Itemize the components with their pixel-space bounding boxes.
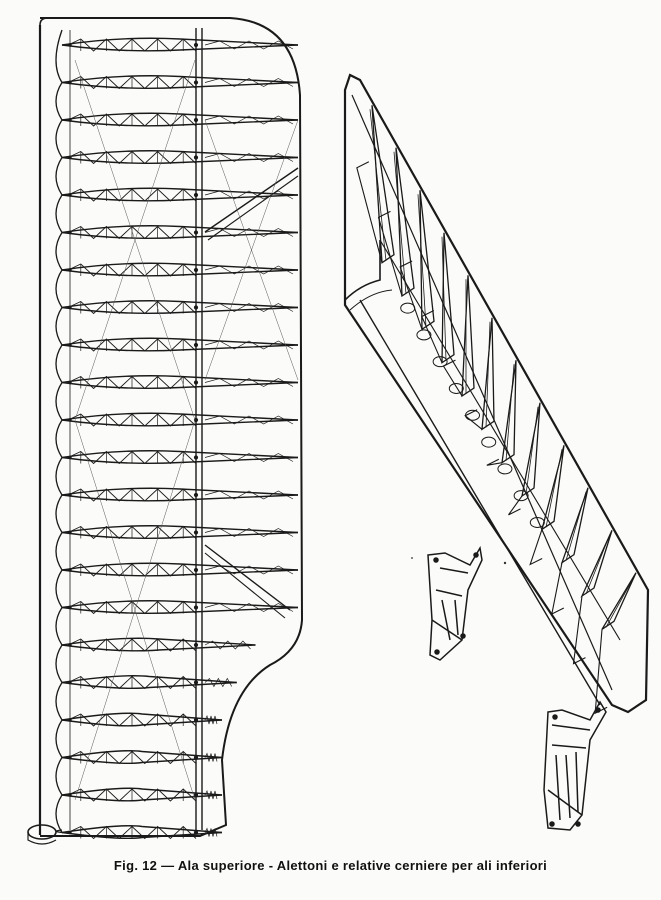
figure-caption: Fig. 12 — Ala superiore - Alettoni e rel…: [113, 858, 548, 873]
upper-wing-frame: [27, 17, 304, 845]
aileron-rib: [442, 275, 475, 398]
wing-rib: [61, 225, 299, 240]
wing-rib: [61, 337, 299, 352]
wing-rib: [61, 412, 299, 427]
aileron-rib: [421, 232, 455, 364]
aileron-rib: [529, 445, 565, 566]
wing-rib: [61, 487, 299, 502]
wing-rib: [61, 300, 299, 315]
lightening-hole: [529, 516, 545, 528]
aileron-rib: [594, 572, 637, 715]
wing-rib: [61, 525, 299, 540]
aileron-rib: [508, 402, 541, 516]
aileron: [343, 73, 650, 715]
print-speck: [503, 561, 507, 565]
wing-rib: [61, 450, 299, 465]
wing-rib: [61, 75, 299, 90]
wing-rib: [61, 150, 299, 165]
lightening-hole: [448, 382, 464, 394]
wing-rib: [61, 112, 299, 127]
wing-rib: [61, 375, 299, 390]
wing-rib: [61, 712, 223, 727]
aileron-rib: [377, 147, 415, 298]
wing-rib: [61, 262, 299, 277]
wing-rib: [61, 825, 223, 840]
lightening-hole: [465, 409, 481, 421]
figure-plate: [27, 17, 650, 845]
lightening-hole: [400, 302, 416, 314]
wing-rib: [61, 600, 299, 615]
hinge-lower: [543, 700, 607, 831]
aileron-rib: [572, 529, 613, 665]
wing-rib: [61, 37, 299, 52]
lightening-hole: [481, 436, 497, 448]
wing-rib: [61, 637, 256, 652]
wing-rib: [61, 187, 299, 202]
lightening-hole: [416, 329, 432, 341]
wing-rib: [61, 750, 223, 765]
print-speck: [411, 557, 413, 559]
lightening-hole: [432, 356, 448, 368]
aileron-rib: [551, 487, 589, 616]
lightening-hole: [497, 463, 513, 475]
lightening-hole: [513, 490, 529, 502]
aileron-rib: [399, 190, 435, 331]
aileron-rib: [464, 317, 495, 431]
hinge-upper: [427, 545, 483, 661]
wing-rib: [61, 787, 223, 802]
aileron-rib: [486, 360, 517, 466]
wing-rib: [61, 562, 299, 577]
figure-drawing: [27, 17, 650, 845]
wing-rib: [61, 675, 237, 690]
